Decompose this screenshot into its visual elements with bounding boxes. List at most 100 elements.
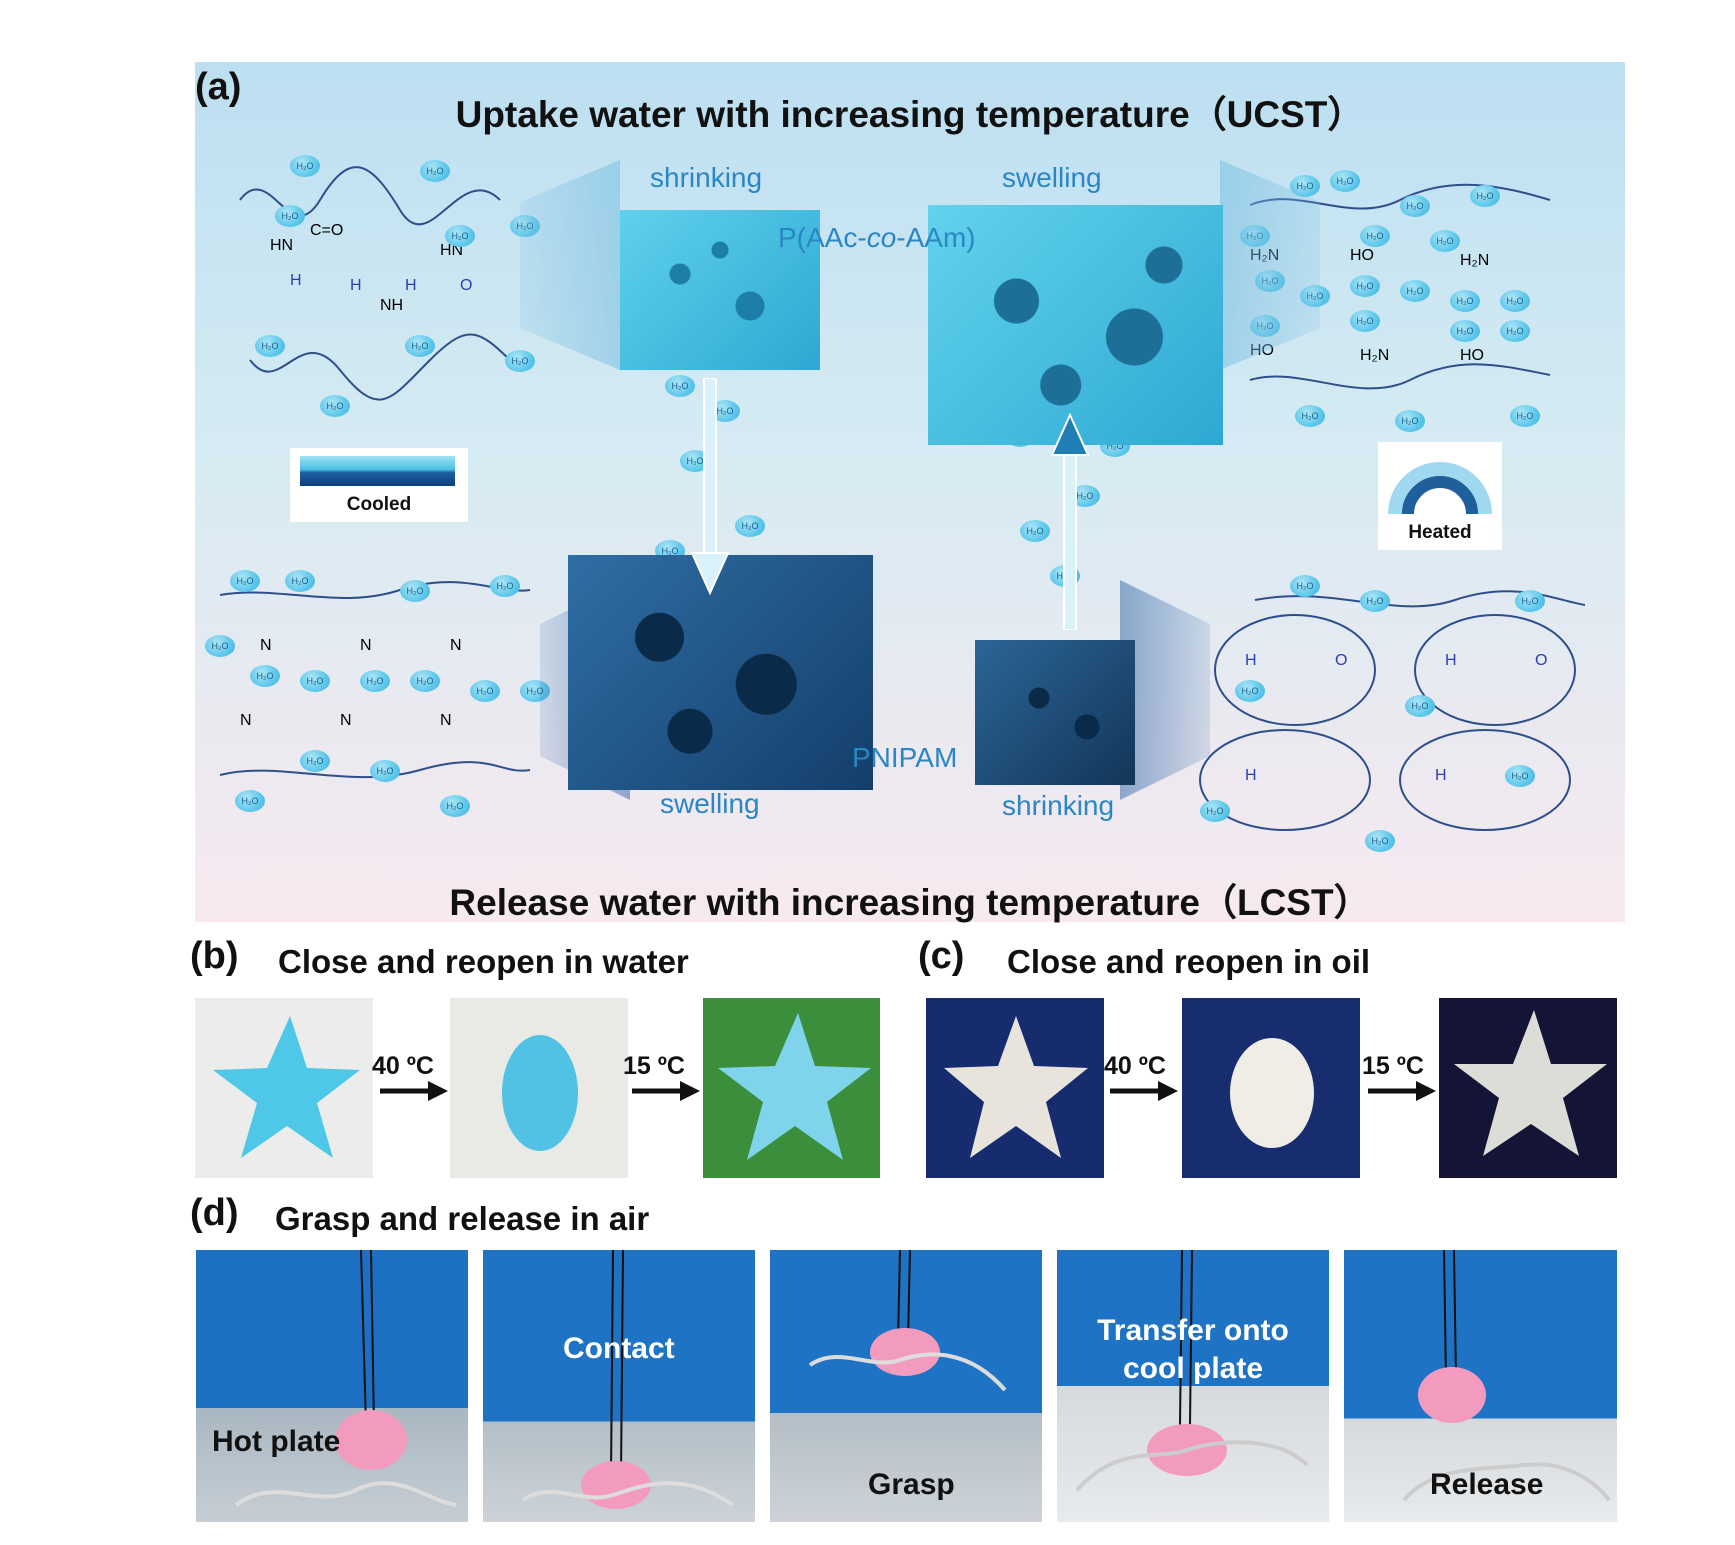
water-droplet-icon: H₂O	[1510, 405, 1540, 427]
water-droplet-icon: H₂O	[1295, 405, 1325, 427]
photo-c-closed	[1182, 998, 1360, 1178]
water-droplet-icon: H₂O	[1290, 575, 1320, 597]
cooled-gradient-icon	[300, 456, 455, 486]
water-droplet-icon: H₂O	[1350, 275, 1380, 297]
water-droplet-icon: H₂O	[1350, 310, 1380, 332]
svg-text:H₂N: H₂N	[1460, 252, 1489, 269]
svg-text:H: H	[405, 277, 417, 294]
svg-text:HO: HO	[1350, 247, 1374, 264]
water-droplet-icon: H₂O	[410, 670, 440, 692]
svg-text:N: N	[240, 712, 252, 729]
arrow-right-icon	[1368, 1081, 1436, 1101]
panel-c-letter: (c)	[918, 935, 965, 977]
panel-b-letter: (b)	[190, 935, 239, 977]
water-droplet-icon: H₂O	[320, 395, 350, 417]
svg-text:N: N	[450, 637, 462, 654]
svg-text:H: H	[1445, 652, 1457, 669]
water-droplet-icon: H₂O	[1395, 410, 1425, 432]
gripper-scene-icon	[1402, 1250, 1611, 1502]
photo-d-transfer: Transfer onto cool plate	[1057, 1250, 1329, 1522]
svg-text:N: N	[440, 712, 452, 729]
gel-shrinking-ucst-image	[620, 210, 820, 370]
svg-text:H: H	[1435, 767, 1447, 784]
water-droplet-icon: H₂O	[505, 350, 535, 372]
molecular-structure-ucst-cooled: HN C=O NH HN H H H O	[239, 166, 521, 401]
gel-swelling-lcst-image	[568, 555, 873, 790]
step-b2-label: 15 ºC	[623, 1052, 685, 1080]
water-droplet-icon: H₂O	[1515, 590, 1545, 612]
heated-label: Heated	[1408, 522, 1472, 543]
cooled-legend: Cooled	[290, 448, 468, 522]
panel-a-title-bottom: Release water with increasing temperatur…	[449, 882, 1371, 923]
water-droplet-icon: H₂O	[205, 635, 235, 657]
svg-text:HN: HN	[270, 237, 293, 254]
frame-label-transfer-line1: Transfer onto	[1097, 1314, 1289, 1347]
star-gel-icon	[718, 1013, 871, 1160]
panel-d-title: Grasp and release in air	[275, 1200, 650, 1237]
panel-d-letter: (d)	[190, 1192, 239, 1234]
gel-shrinking-lcst-image	[975, 640, 1135, 785]
water-droplet-icon: H₂O	[250, 665, 280, 687]
gripper-scene-icon	[1075, 1250, 1309, 1492]
star-gel-icon	[1454, 1010, 1607, 1156]
water-droplet-icon: H₂O	[710, 400, 740, 422]
cooled-label: Cooled	[346, 494, 412, 515]
water-droplet-icon: H₂O	[1450, 320, 1480, 342]
water-droplet-icon: H₂O	[1365, 830, 1395, 852]
step-b1-label: 40 ºC	[372, 1052, 434, 1080]
water-droplet-icon: H₂O	[680, 450, 710, 472]
star-gel-icon	[944, 1016, 1088, 1158]
arrow-up-icon	[1050, 412, 1090, 630]
closed-gel-icon	[1230, 1038, 1314, 1148]
svg-text:H: H	[290, 272, 302, 289]
frame-label-transfer: Transfer onto cool plate	[1057, 1312, 1329, 1388]
star-gel-icon	[213, 1016, 360, 1158]
water-droplet-icon: H₂O	[1235, 680, 1265, 702]
panel-a-letter: (a)	[195, 66, 242, 108]
label-shrinking-bottom: shrinking	[1002, 790, 1115, 821]
frame-label-transfer-line2: cool plate	[1122, 1352, 1264, 1385]
water-droplet-icon: H₂O	[1330, 170, 1360, 192]
molecular-structure-lcst-shrinking: H O H O H H	[1199, 590, 1586, 831]
frame-label-hot-plate: Hot plate	[212, 1425, 341, 1458]
water-droplet-icon: H₂O	[470, 680, 500, 702]
panel-b-title: Close and reopen in water	[278, 943, 689, 980]
water-droplet-icon: H₂O	[1505, 765, 1535, 787]
svg-text:O: O	[1335, 652, 1347, 669]
water-droplet-icon: H₂O	[370, 760, 400, 782]
svg-text:H: H	[1245, 767, 1257, 784]
water-droplet-icon: H₂O	[1200, 800, 1230, 822]
water-droplet-icon: H₂O	[255, 335, 285, 357]
water-droplet-icon: H₂O	[1400, 195, 1430, 217]
photo-d-release: Release	[1344, 1250, 1617, 1522]
photo-b-closed	[450, 998, 628, 1178]
water-droplet-icon: H₂O	[1400, 280, 1430, 302]
gel-swelling-ucst-image	[928, 205, 1223, 445]
photo-b-star-initial	[195, 998, 373, 1178]
water-droplet-icon: H₂O	[490, 575, 520, 597]
gripper-scene-icon	[521, 1250, 735, 1509]
water-droplet-icon: H₂O	[290, 155, 320, 177]
water-droplet-icon: H₂O	[1070, 485, 1100, 507]
frame-label-grasp: Grasp	[868, 1468, 955, 1501]
water-droplet-icon: H₂O	[1405, 695, 1435, 717]
water-droplet-icon: H₂O	[735, 515, 765, 537]
arrow-right-icon	[1110, 1081, 1178, 1101]
panel-a-title-top: Uptake water with increasing temperature…	[455, 94, 1365, 135]
photo-b-reopened	[703, 998, 880, 1178]
water-droplet-icon: H₂O	[360, 670, 390, 692]
heated-arc-icon	[1388, 462, 1492, 515]
water-droplet-icon: H₂O	[285, 570, 315, 592]
water-droplet-icon: H₂O	[1500, 320, 1530, 342]
water-droplet-icon: H₂O	[1470, 185, 1500, 207]
step-c1-label: 40 ºC	[1104, 1052, 1166, 1080]
label-shrinking-top: shrinking	[650, 162, 763, 193]
label-polymer-top: P(AAc-co-AAm)	[778, 222, 976, 253]
step-c2-label: 15 ºC	[1362, 1052, 1424, 1080]
svg-text:C=O: C=O	[310, 222, 343, 239]
water-droplet-icon: H₂O	[1360, 590, 1390, 612]
water-droplet-icon: H₂O	[400, 580, 430, 602]
svg-text:N: N	[340, 712, 352, 729]
water-droplet-icon: H₂O	[230, 570, 260, 592]
panel-c-title: Close and reopen in oil	[1007, 943, 1371, 980]
